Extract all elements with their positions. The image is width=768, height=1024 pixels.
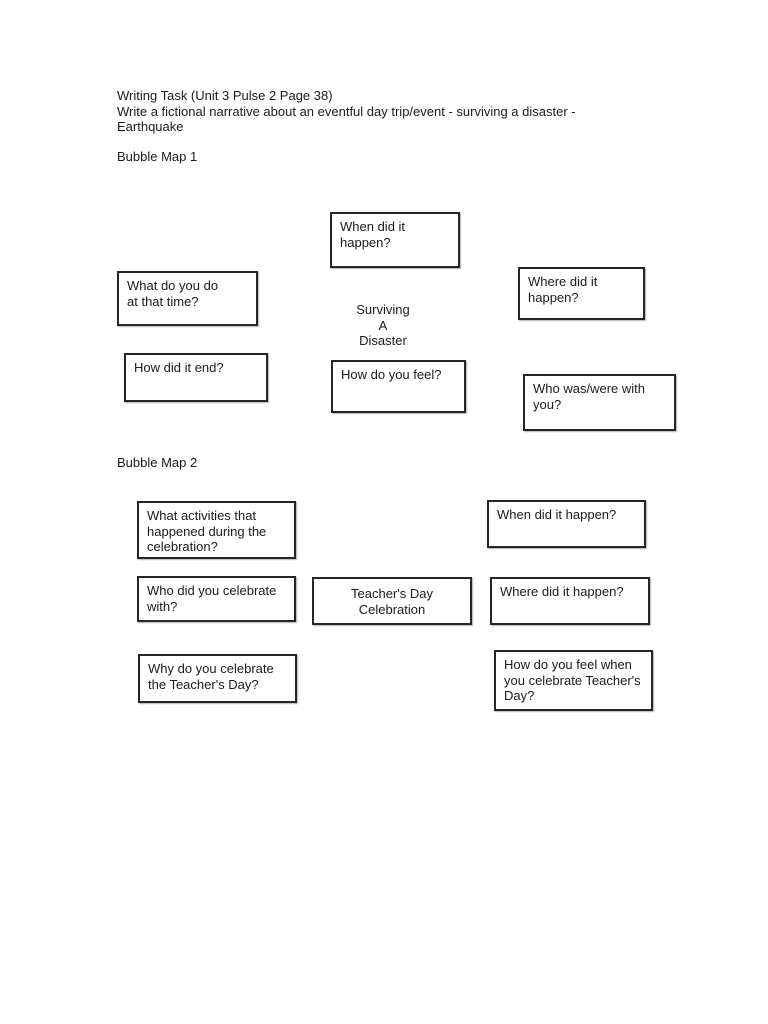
writing-task-title: Writing Task (Unit 3 Pulse 2 Page 38) [117, 88, 333, 103]
map2-who-box: Who did you celebrate with? [137, 576, 296, 622]
header: Writing Task (Unit 3 Pulse 2 Page 38) Wr… [117, 88, 657, 135]
map1-when-box: When did it happen? [330, 212, 460, 268]
bubble-map-1-title: Bubble Map 1 [117, 149, 198, 164]
map2-why-box: Why do you celebrate the Teacher's Day? [138, 654, 297, 703]
map1-how-feel-box: How do you feel? [331, 360, 466, 413]
map1-center-topic: Surviving A Disaster [356, 302, 410, 348]
bubble-map-2-title: Bubble Map 2 [117, 455, 198, 470]
map2-feel-box: How do you feel when you celebrate Teach… [494, 650, 653, 711]
map1-what-box: What do you do at that time? [117, 271, 258, 326]
map2-where-box: Where did it happen? [490, 577, 650, 625]
map2-center-topic-box: Teacher's Day Celebration [312, 577, 472, 625]
map2-when-box: When did it happen? [487, 500, 646, 548]
map2-activities-box: What activities that happened during the… [137, 501, 296, 559]
map1-how-end-box: How did it end? [124, 353, 268, 402]
writing-task-instruction: Write a fictional narrative about an eve… [117, 103, 576, 135]
map1-who-box: Who was/were with you? [523, 374, 676, 431]
map1-where-box: Where did it happen? [518, 267, 645, 320]
